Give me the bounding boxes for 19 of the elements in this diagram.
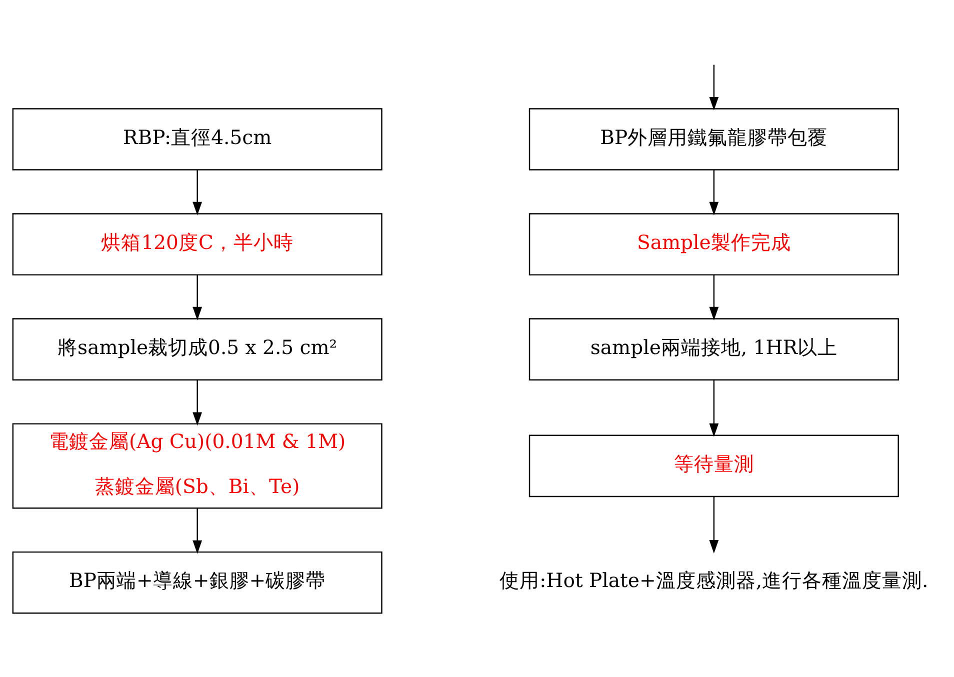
arrow: [709, 380, 719, 437]
node-text: 使用:Hot Plate+溫度感測器,進行各種溫度量測.: [500, 569, 928, 592]
arrow: [709, 275, 719, 320]
node-box: BP兩端+導線+銀膠+碳膠帶: [12, 551, 382, 614]
node-box: 等待量測: [528, 434, 899, 498]
arrow: [192, 170, 202, 216]
node-box: 將sample裁切成0.5 x 2.5 cm²: [12, 318, 382, 380]
node-box: RBP:直徑4.5cm: [12, 108, 382, 170]
arrow: [709, 64, 719, 110]
node-box: 電鍍金屬(Ag Cu)(0.01M & 1M) 蒸鍍金屬(Sb、Bi、Te): [12, 423, 382, 509]
node-box: Sample製作完成: [528, 213, 899, 276]
arrow: [192, 508, 202, 554]
node-box: 烘箱120度C，半小時: [12, 213, 382, 276]
arrow: [192, 275, 202, 320]
node-box: sample兩端接地, 1HR以上: [528, 318, 899, 380]
arrow: [192, 380, 202, 426]
node-box: BP外層用鐵氟龍膠帶包覆: [528, 108, 899, 170]
arrow: [709, 496, 719, 554]
arrow: [709, 170, 719, 216]
